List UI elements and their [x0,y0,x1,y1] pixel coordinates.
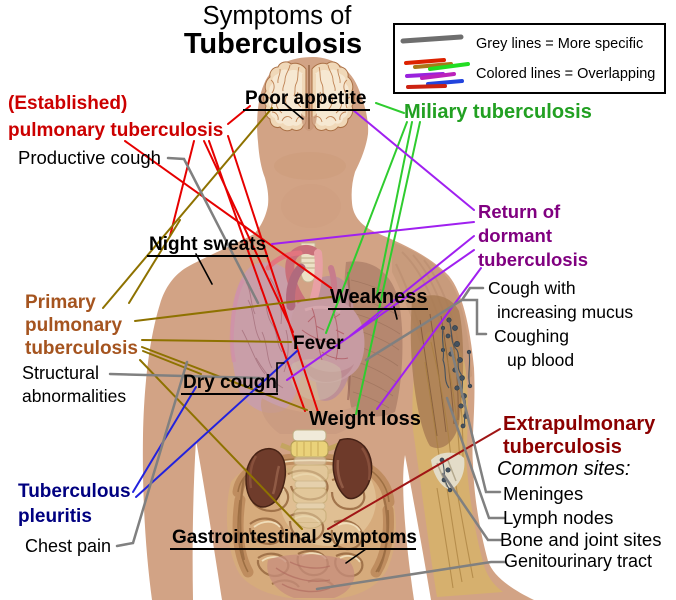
svg-text:pleuritis: pleuritis [18,506,92,527]
svg-text:Tuberculosis: Tuberculosis [184,28,362,60]
svg-text:Cough with: Cough with [488,278,576,298]
svg-text:Lymph nodes: Lymph nodes [503,507,613,528]
svg-text:Chest pain: Chest pain [25,536,111,556]
svg-text:Productive cough: Productive cough [18,147,161,168]
svg-text:tuberculosis: tuberculosis [25,338,138,359]
svg-text:Weight loss: Weight loss [309,408,421,430]
svg-text:Fever: Fever [293,333,344,354]
svg-text:tuberculosis: tuberculosis [503,436,622,458]
svg-text:tuberculosis: tuberculosis [478,249,588,270]
svg-text:Meninges: Meninges [503,483,583,504]
svg-text:Extrapulmonary: Extrapulmonary [503,413,656,435]
svg-text:Grey lines = More specific: Grey lines = More specific [476,36,643,52]
svg-text:Tuberculous: Tuberculous [18,481,131,502]
svg-text:abnormalities: abnormalities [22,386,126,406]
svg-text:Common sites:: Common sites: [497,458,630,480]
svg-text:Weakness: Weakness [330,286,427,308]
svg-text:(Established): (Established) [8,93,127,114]
svg-text:Primary: Primary [25,292,96,313]
svg-text:Colored lines = Overlapping: Colored lines = Overlapping [476,66,655,82]
svg-text:Symptoms of: Symptoms of [203,2,353,30]
svg-text:pulmonary: pulmonary [25,315,123,336]
svg-text:Poor appetite: Poor appetite [245,88,366,109]
svg-text:pulmonary tuberculosis: pulmonary tuberculosis [8,120,223,141]
svg-text:dormant: dormant [478,225,552,246]
svg-text:Night sweats: Night sweats [149,234,266,255]
svg-text:Bone and joint sites: Bone and joint sites [500,529,661,550]
svg-text:Genitourinary tract: Genitourinary tract [504,551,652,571]
svg-text:Structural: Structural [22,363,99,383]
svg-text:up blood: up blood [507,350,574,370]
svg-text:Return of: Return of [478,201,561,222]
svg-text:increasing mucus: increasing mucus [497,302,633,322]
svg-text:Gastrointestinal symptoms: Gastrointestinal symptoms [172,527,417,548]
svg-text:Miliary tuberculosis: Miliary tuberculosis [404,101,592,123]
svg-text:Dry cough: Dry cough [183,372,277,393]
svg-text:Coughing: Coughing [494,326,569,346]
